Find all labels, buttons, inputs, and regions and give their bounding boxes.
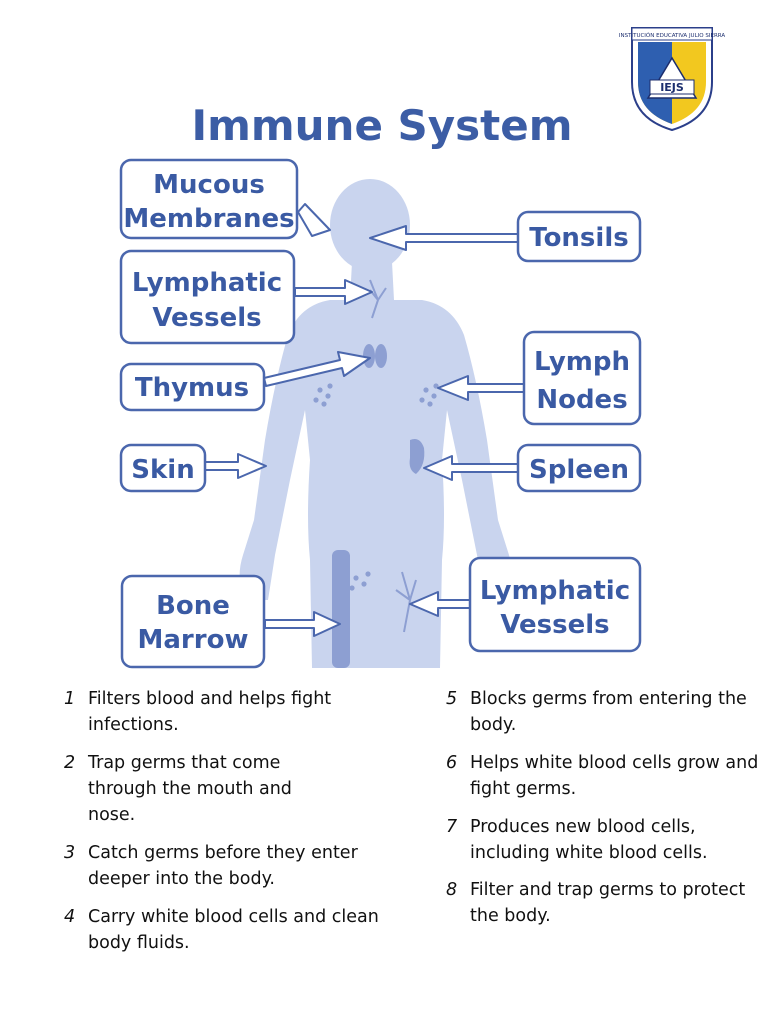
note-number: 8 [446,880,458,900]
arrow-skin [204,453,267,479]
arrows [204,203,525,637]
label-box-bone-marrow [120,574,266,669]
arrow-bone-marrow [264,611,341,637]
note-text: Produces new blood cells, including whit… [470,817,708,863]
label-bone-line2: Marrow [138,625,249,655]
note-text: Filter and trap germs to protect the bod… [470,880,746,926]
arrow-lymph-nodes [437,375,525,401]
arrow-mucous [297,203,331,237]
note-item: 8 Filter and trap germs to protect the b… [446,877,760,929]
note-text: Filters blood and helps fight infections… [88,689,332,735]
note-number: 2 [64,753,76,773]
label-box-tonsils [516,210,642,263]
note-item: 6 Helps white blood cells grow and fight… [446,750,766,802]
spleen-organ [409,439,425,474]
logo-initials: IEJS [660,81,684,94]
label-box-thymus [119,362,266,412]
arrow-lymphatic-bottom [409,591,471,617]
lymph-vessels-groin [395,571,417,633]
note-text: Catch germs before they enter deeper int… [88,843,358,889]
arrow-spleen [423,455,519,481]
label-lymphatic-top-line2: Vessels [152,303,261,333]
label-lymphatic-bottom-line2: Vessels [500,610,609,640]
organs [313,344,439,668]
immune-system-diagram: INSTITUCIÓN EDUCATIVA JULIO SIERRA IEJS … [119,27,725,669]
note-item: 4 Carry white blood cells and clean body… [64,904,388,956]
label-mucous-line1: Mucous [153,170,265,200]
note-number: 4 [64,907,76,927]
note-text: Trap germs that come through the mouth a… [88,753,292,825]
note-text: Helps white blood cells grow and fight g… [470,753,759,799]
label-box-skin [119,443,207,493]
note-item: 7 Produces new blood cells, including wh… [446,814,760,866]
note-text: Carry white blood cells and clean body f… [88,907,379,953]
label-box-lymphatic-vessels-top [119,249,296,345]
note-item: 3 Catch germs before they enter deeper i… [64,840,388,892]
note-item: 2 Trap germs that come through the mouth… [64,750,388,828]
label-box-lymphatic-vessels-bottom [468,556,642,653]
bone-marrow-organ [332,550,350,668]
label-lymph-line2: Nodes [536,385,627,415]
label-box-lymph-nodes [522,330,642,426]
label-bone-line1: Bone [156,591,230,621]
page-title: Immune System [191,101,572,150]
label-lymphatic-top-line1: Lymphatic [132,268,282,298]
note-item: 5 Blocks germs from entering the body. [446,686,760,738]
label-box-spleen [516,443,642,493]
note-number: 7 [446,817,458,837]
label-mucous-line2: Membranes [123,204,294,234]
thymus-organ [363,344,375,368]
label-spleen: Spleen [529,455,629,485]
label-lymphatic-bottom-line1: Lymphatic [480,576,630,606]
note-item: 1 Filters blood and helps fight infectio… [64,686,388,738]
label-tonsils: Tonsils [529,223,628,253]
logo-top-text: INSTITUCIÓN EDUCATIVA JULIO SIERRA [619,32,725,39]
label-thymus: Thymus [135,373,249,403]
arrow-tonsils [369,225,519,251]
arrow-lymphatic-top [294,279,373,305]
note-text: Blocks germs from entering the body. [470,689,747,735]
school-logo: INSTITUCIÓN EDUCATIVA JULIO SIERRA IEJS [619,27,725,132]
note-number: 1 [64,689,76,709]
note-number: 5 [446,689,458,709]
label-box-mucous-membranes [119,158,299,240]
label-lymph-line1: Lymph [534,347,630,377]
arrow-thymus [263,351,371,387]
label-skin: Skin [131,455,194,485]
note-number: 3 [64,843,76,863]
note-number: 6 [446,753,458,773]
